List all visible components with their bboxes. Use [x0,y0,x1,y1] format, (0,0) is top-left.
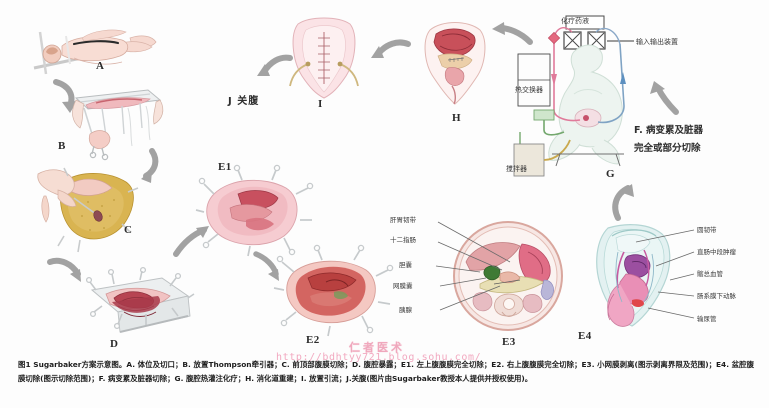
panel-label-e2: E2 [306,334,320,346]
panel-e3-label-gallbladder: 胆囊 [399,261,412,269]
panel-label-e3: E3 [502,336,516,348]
panel-e4-label-common-iliac-vessels: 髂总血管 [697,270,723,278]
panel-h-illustration [418,16,492,108]
panel-label-d: D [110,338,119,350]
panel-e3-label-duodenum: 十二指肠 [390,236,416,244]
panel-b-illustration [62,78,172,161]
figure-caption: 图1 Sugarbaker方案示意图。A. 体位及切口；B. 放置Thompso… [18,360,754,384]
panel-e1-illustration [195,164,314,257]
panel-f-text-line2: 完全或部分切除 [634,143,701,154]
watermark-brand: 仁者医术 [349,341,405,354]
panel-c-illustration [36,162,156,254]
panel-e4-label-round-ligament: 圆韧带 [697,226,717,234]
panel-e4-label-ureter: 输尿管 [697,315,717,323]
arrow-c-to-d [46,256,86,290]
panel-label-c: C [124,224,133,236]
panel-label-i: I [318,98,323,110]
panel-e4-illustration [588,222,684,334]
panel-g-label-inflow-outflow-device: 输入输出装置 [636,38,678,46]
panel-f-text-line1: F. 病变累及脏器 [634,125,704,136]
watermark-url: http://bdhtyy721.blog.sohu.com/ [276,352,482,363]
panel-e3-illustration [450,218,566,334]
panel-label-g: G [606,168,615,180]
panel-e3-label-hepatogastric-ligament: 肝胃韧带 [390,216,416,224]
panel-e3-label-pancreas: 胰腺 [399,306,412,314]
arrow-d-to-e1 [172,222,212,262]
panel-e2-illustration [272,244,394,337]
panel-e3-leaders [435,221,511,311]
arrow-e4-to-f [608,182,648,222]
panel-label-a: A [96,60,105,72]
arrow-f-to-g [646,78,686,118]
panel-d-illustration [84,266,195,348]
panel-label-e4: E4 [578,330,592,342]
panel-e3-label-omental-bursa: 网膜囊 [393,282,413,290]
panel-g-label-chemo-solution: 化疗药液 [561,17,589,25]
panel-label-h: H [452,112,461,124]
panel-a-illustration [22,14,162,84]
arrow-b-to-c [126,148,162,184]
panel-e4-label-mid-rectal-tumor: 直肠中段肿瘤 [697,248,736,256]
arrow-i-to-j [256,52,296,88]
arrow-h-to-i [370,36,412,70]
arrow-e1-to-e2 [250,250,284,284]
panel-label-b: B [58,140,66,152]
panel-e4-label-inferior-mesenteric-artery: 肠系膜下动脉 [697,292,736,300]
panel-g-illustration [512,14,672,177]
panel-label-e1: E1 [218,161,232,173]
panel-g-label-stirrer: 搅拌器 [506,165,527,173]
arrow-a-to-b [48,79,82,116]
arrow-g-to-h [492,20,534,54]
panel-e4-leaders [635,229,695,319]
panel-g-label-heat-exchanger: 热交换器 [515,86,543,94]
panel-i-illustration [288,14,360,100]
panel-j-text: J 关腹 [228,96,260,107]
